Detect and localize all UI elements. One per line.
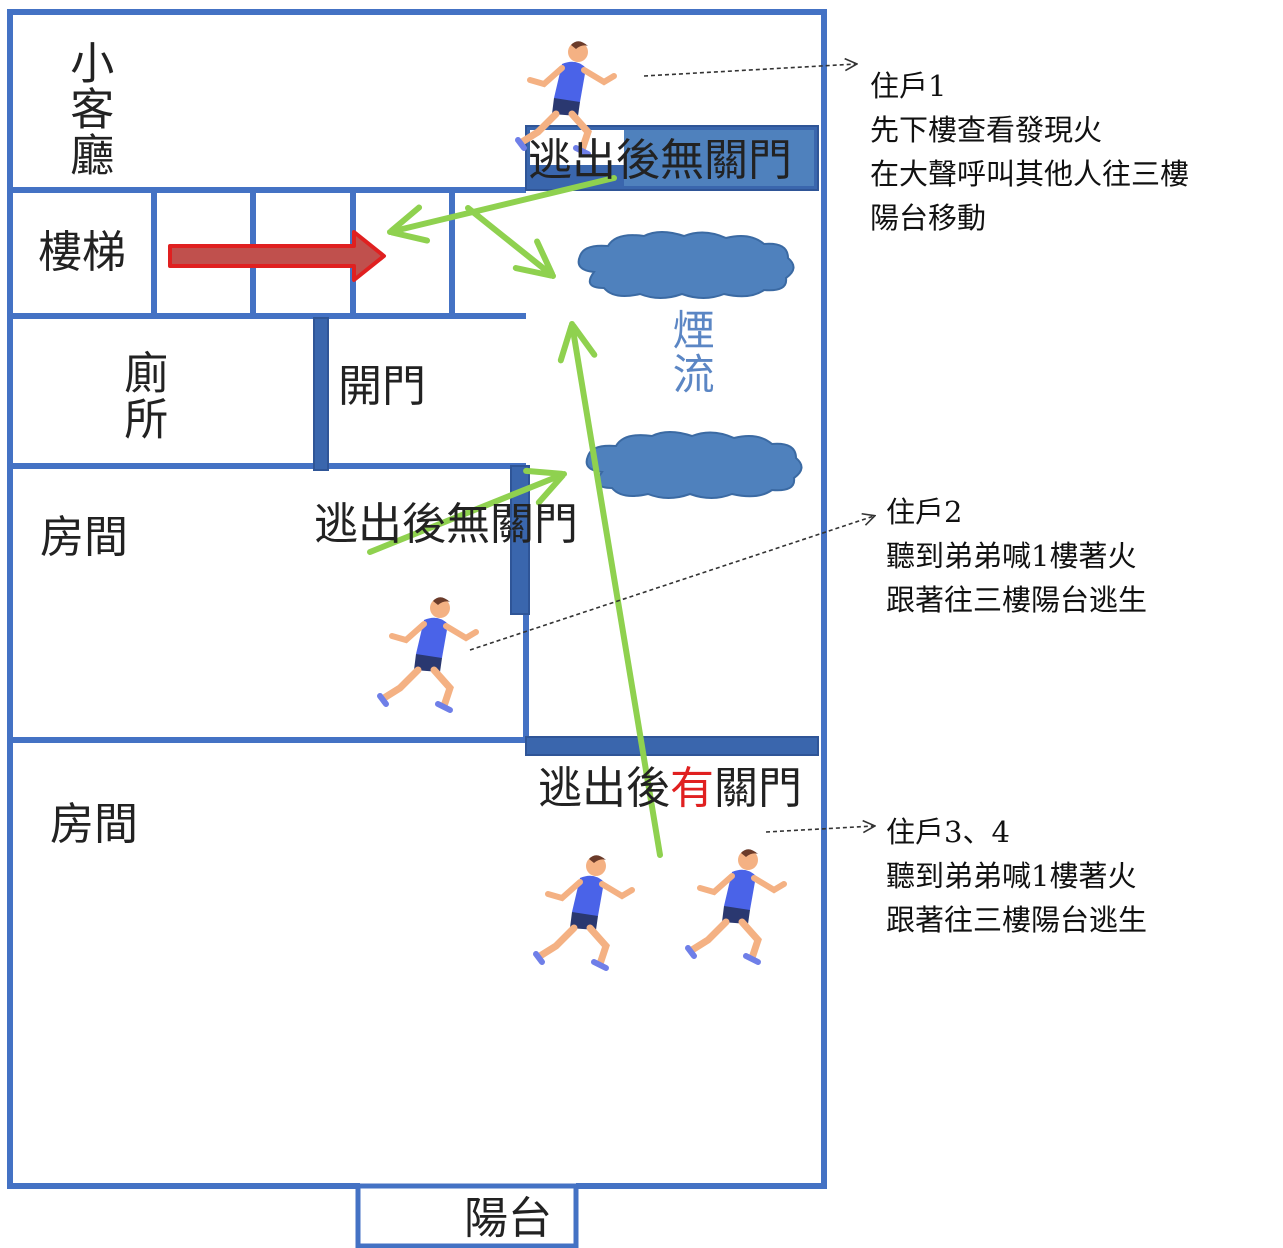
- door-bottom: [525, 736, 819, 756]
- note-resident2: 住戶2 聽到弟弟喊1樓著火 跟著往三樓陽台逃生: [886, 490, 1147, 622]
- smoke-cloud-upper: [577, 231, 795, 299]
- bottom-escape-red: 有: [670, 763, 714, 814]
- note-resident2-line: 住戶2: [886, 495, 963, 529]
- note-resident34: 住戶3、4 聽到弟弟喊1樓著火 跟著往三樓陽台逃生: [886, 810, 1147, 942]
- note-resident1-line: 陽台移動: [870, 201, 987, 235]
- arrow-to-stairs: [387, 175, 617, 232]
- note-resident1-line: 先下樓查看發現火: [870, 113, 1103, 147]
- runner-resident4: [688, 849, 784, 962]
- label-room-upper: 房間: [40, 512, 128, 563]
- escape-arrows: [367, 175, 663, 858]
- runner-resident3: [536, 855, 632, 968]
- callout-lines: [469, 64, 874, 832]
- bottom-escape-pre: 逃出後: [538, 763, 670, 814]
- label-living-room: 小客廳: [62, 40, 114, 178]
- arrow-room-out: [367, 474, 567, 555]
- callout-resident34: [765, 826, 874, 832]
- note-resident1: 住戶1 先下樓查看發現火 在大聲呼叫其他人往三樓 陽台移動: [870, 64, 1189, 240]
- label-stairs: 樓梯: [38, 227, 126, 278]
- label-middle-escape-door: 逃出後無關門: [314, 499, 578, 550]
- note-resident34-line: 住戶3、4: [886, 815, 1010, 849]
- callout-resident1: [643, 64, 856, 77]
- arrow-to-smoke: [465, 205, 556, 279]
- label-smoke: 煙流: [666, 308, 716, 396]
- arrow-long-up: [572, 321, 663, 858]
- outer-walls: [7, 9, 827, 1189]
- label-top-escape-door: 逃出後無關門: [528, 135, 792, 186]
- note-resident1-line: 在大聲呼叫其他人往三樓: [870, 157, 1190, 191]
- note-resident1-line: 住戶1: [870, 69, 947, 103]
- stair-direction-arrow: [168, 230, 386, 282]
- balcony-box: [355, 1183, 579, 1248]
- door-open: [313, 317, 329, 471]
- label-balcony: 陽台: [464, 1193, 552, 1244]
- note-resident2-line: 跟著往三樓陽台逃生: [886, 583, 1148, 617]
- note-resident2-line: 聽到弟弟喊1樓著火: [886, 539, 1137, 573]
- note-resident34-line: 聽到弟弟喊1樓著火: [886, 859, 1137, 893]
- callout-resident2: [469, 516, 874, 651]
- label-bottom-escape-door: 逃出後有關門: [538, 763, 802, 814]
- runner-resident2: [380, 597, 476, 710]
- note-resident34-line: 跟著往三樓陽台逃生: [886, 903, 1148, 937]
- label-room-lower: 房間: [50, 799, 138, 850]
- smoke-cloud-lower: [585, 431, 803, 499]
- label-open-door: 開門: [338, 361, 426, 412]
- bottom-escape-post: 關門: [714, 763, 802, 814]
- label-toilet: 廁所: [116, 350, 168, 442]
